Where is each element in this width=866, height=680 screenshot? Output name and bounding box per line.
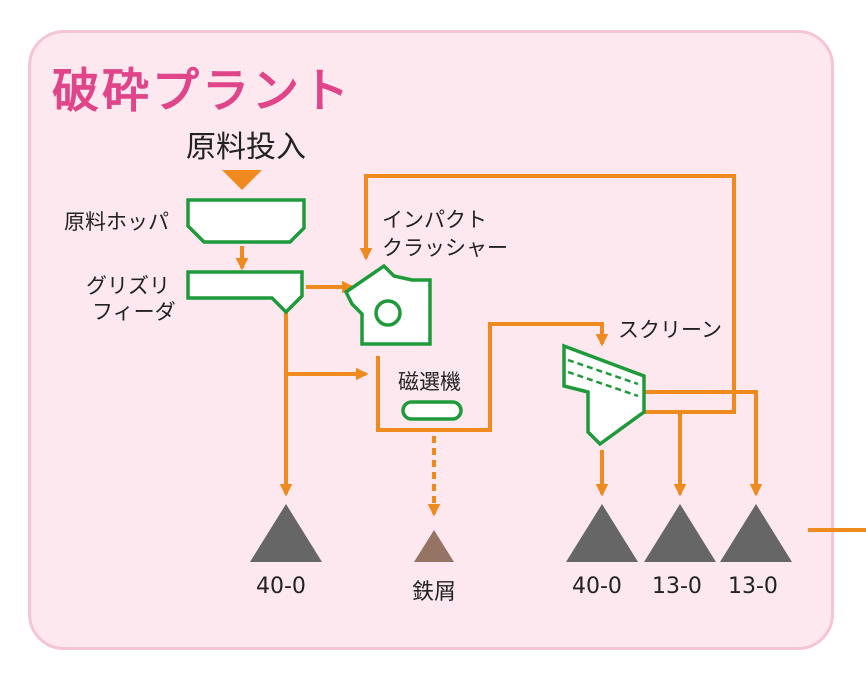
magnet-shape (401, 400, 463, 421)
crusher-rotor (374, 299, 402, 327)
product-label-grizzly: 40-0 (256, 574, 306, 599)
input-arrow (222, 170, 262, 190)
screen-label: スクリーン (618, 318, 722, 342)
pile-screen-2 (644, 504, 716, 562)
grizzly-feeder-shape (186, 270, 304, 315)
input-label: 原料投入 (186, 130, 306, 165)
flow-recirculation (359, 174, 736, 414)
hopper-label: 原料ホッパ (64, 210, 169, 234)
flow-screen-to-pile-3 (644, 390, 763, 497)
pile-screen-1 (566, 504, 638, 562)
grizzly-label-line2: フィーダ (92, 300, 176, 324)
product-label-iron: 鉄屑 (412, 580, 457, 605)
screen-deck-1 (567, 358, 639, 386)
pile-grizzly (250, 504, 322, 562)
hopper-shape (186, 198, 306, 244)
magnet-label: 磁選機 (398, 370, 461, 394)
page-title: 破砕プラント (52, 64, 352, 119)
crusher-label-line2: クラッシャー (382, 236, 508, 260)
product-label-screen-1: 40-0 (572, 574, 622, 599)
product-label-screen-2: 13-0 (652, 574, 702, 599)
pile-iron (414, 530, 454, 562)
grizzly-label-line1: グリズリ (86, 274, 170, 298)
crusher-label-line1: インパクト (382, 208, 487, 232)
flow-screen-to-pile-2 (644, 410, 687, 497)
screen-deck-2 (567, 370, 639, 398)
product-label-screen-3: 13-0 (728, 574, 778, 599)
flow-crusher-to-screen (376, 322, 609, 432)
pile-screen-3 (720, 504, 792, 562)
screen-shape (562, 343, 646, 447)
